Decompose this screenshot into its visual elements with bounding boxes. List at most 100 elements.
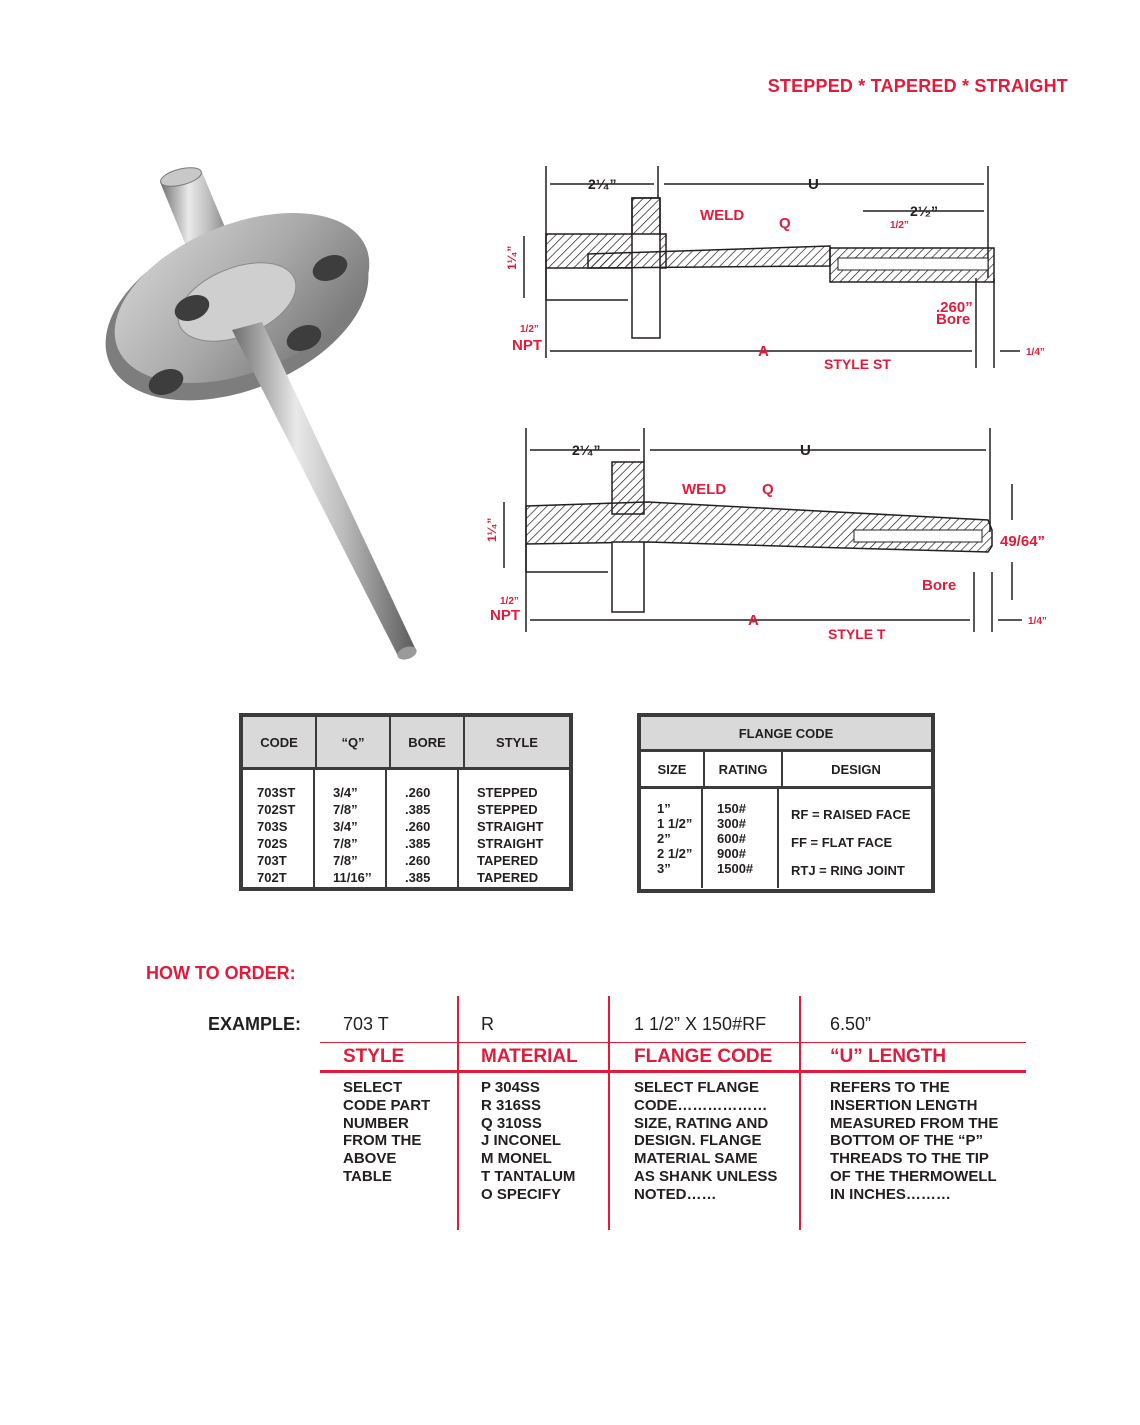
st-q-label: Q bbox=[779, 215, 791, 232]
table-cell: 1500# bbox=[717, 861, 754, 876]
example-label: EXAMPLE: bbox=[208, 1014, 302, 1034]
table-cell: RF = RAISED FACE bbox=[791, 807, 911, 822]
q-column: 3/4” 7/8” 3/4” 7/8” 7/8” 11/16’’ bbox=[315, 770, 387, 887]
table-cell: 300# bbox=[717, 816, 746, 831]
header-tagline: STEPPED * TAPERED * STRAIGHT bbox=[767, 76, 1068, 96]
code-table: CODE “Q” BORE STYLE 703ST 702ST 703S 702… bbox=[239, 713, 573, 891]
st-bore-label: Bore bbox=[936, 311, 970, 328]
example-material: R bbox=[481, 1014, 494, 1034]
t-dim-2-1-4: 2¹⁄₄” bbox=[572, 442, 600, 458]
table-cell: 900# bbox=[717, 846, 746, 861]
table-cell: .385 bbox=[405, 801, 431, 817]
st-npt-size: 1/2” bbox=[520, 324, 539, 335]
code-table-header: CODE “Q” BORE STYLE bbox=[243, 717, 569, 770]
table-cell: 11/16’’ bbox=[333, 869, 372, 885]
t-quarter: 1/4” bbox=[1028, 616, 1047, 627]
flange-table-title: FLANGE CODE bbox=[641, 717, 931, 752]
st-npt-label: NPT bbox=[512, 337, 542, 354]
header-code: CODE bbox=[243, 717, 317, 767]
thermowell-product-photo bbox=[105, 167, 417, 660]
desc-u-length: REFERS TO THE INSERTION LENGTH MEASURED … bbox=[830, 1079, 999, 1203]
st-style-label: STYLE ST bbox=[824, 356, 891, 372]
design-column: RF = RAISED FACE FF = FLAT FACE RTJ = RI… bbox=[779, 789, 925, 888]
table-cell: 703ST bbox=[257, 784, 296, 800]
table-cell: 3/4” bbox=[333, 784, 358, 800]
t-npt-size: 1/2” bbox=[500, 596, 519, 607]
st-dim-u: U bbox=[808, 176, 819, 193]
flange-code-table: FLANGE CODE SIZE RATING DESIGN 1” 1 1/2”… bbox=[637, 713, 935, 893]
t-bore-label: Bore bbox=[922, 577, 956, 594]
st-dim-half: 1/2” bbox=[890, 220, 909, 231]
table-cell: 150# bbox=[717, 801, 746, 816]
table-cell: .385 bbox=[405, 869, 431, 885]
rating-column: 150# 300# 600# 900# 1500# bbox=[703, 789, 779, 888]
table-cell: STEPPED bbox=[477, 784, 538, 800]
st-bore-size: .260” bbox=[936, 299, 973, 316]
flange-table-header: SIZE RATING DESIGN bbox=[641, 752, 931, 789]
example-style: 703 T bbox=[343, 1014, 389, 1034]
st-dim-2-1-2: 2¹⁄₂” bbox=[910, 203, 938, 219]
st-dim-flange-height: 1¹⁄₄” bbox=[505, 246, 519, 270]
style-column: STEPPED STEPPED STRAIGHT STRAIGHT TAPERE… bbox=[459, 770, 563, 887]
table-cell: 7/8” bbox=[333, 852, 358, 868]
st-dim-a: A bbox=[758, 343, 769, 360]
st-dim-2-1-4: 2¹⁄₄” bbox=[588, 176, 616, 192]
table-cell: STRAIGHT bbox=[477, 818, 544, 834]
table-cell: .385 bbox=[405, 835, 431, 851]
t-style-label: STYLE T bbox=[828, 626, 886, 642]
code-table-body: 703ST 702ST 703S 702S 703T 702T 3/4” 7/8… bbox=[243, 770, 569, 887]
divider-2 bbox=[608, 996, 610, 1230]
table-cell: 703S bbox=[257, 818, 288, 834]
example-flange-code: 1 1/2” X 150#RF bbox=[634, 1014, 767, 1034]
table-cell: 3/4” bbox=[333, 818, 358, 834]
t-dim-u: U bbox=[800, 442, 811, 459]
st-quarter: 1/4” bbox=[1026, 347, 1045, 358]
header-bore: BORE bbox=[391, 717, 465, 767]
t-q-label: Q bbox=[762, 481, 774, 498]
table-cell: 702ST bbox=[257, 801, 296, 817]
header-q: “Q” bbox=[317, 717, 391, 767]
header-rating: RATING bbox=[705, 752, 783, 786]
t-tip-size: 49/64” bbox=[1000, 533, 1045, 550]
column-flange-code: FLANGE CODE bbox=[634, 1046, 773, 1067]
table-cell: .260 bbox=[405, 784, 431, 800]
divider-3 bbox=[799, 996, 801, 1230]
header-style: STYLE bbox=[496, 734, 538, 750]
desc-flange-code: SELECT FLANGE CODE……………… SIZE, RATING AN… bbox=[634, 1079, 778, 1203]
table-cell: 703T bbox=[257, 852, 287, 868]
t-npt-label: NPT bbox=[490, 607, 520, 624]
table-cell: 1” bbox=[657, 801, 671, 816]
table-cell: TAPERED bbox=[477, 852, 539, 868]
t-dim-a: A bbox=[748, 612, 759, 629]
table-cell: 1 1/2” bbox=[657, 816, 693, 831]
desc-material: P 304SS R 316SS Q 310SS J INCONEL M MONE… bbox=[481, 1079, 576, 1203]
table-cell: FF = FLAT FACE bbox=[791, 835, 893, 850]
table-cell: 3” bbox=[657, 861, 671, 876]
table-cell: 702T bbox=[257, 869, 287, 885]
table-cell: 7/8” bbox=[333, 835, 358, 851]
table-cell: 2 1/2” bbox=[657, 846, 693, 861]
st-weld-label: WELD bbox=[700, 207, 744, 224]
table-cell: STEPPED bbox=[477, 801, 538, 817]
column-style: STYLE bbox=[343, 1046, 405, 1067]
style-t-drawing: 2¹⁄₄” U WELD Q 1¹⁄₄” 49/64” Bore 1/2” NP… bbox=[485, 428, 1047, 642]
style-st-drawing: 2¹⁄₄” U WELD Q 2¹⁄₂” 1/2” 1¹⁄₄” .260” Bo… bbox=[505, 166, 1045, 372]
column-material: MATERIAL bbox=[481, 1046, 578, 1067]
header-design: DESIGN bbox=[831, 761, 881, 777]
table-cell: STRAIGHT bbox=[477, 835, 544, 851]
table-cell: RTJ = RING JOINT bbox=[791, 863, 905, 878]
size-column: 1” 1 1/2” 2” 2 1/2” 3” bbox=[641, 789, 703, 888]
table-cell: 7/8” bbox=[333, 801, 358, 817]
table-cell: 2” bbox=[657, 831, 671, 846]
example-u-length: 6.50” bbox=[830, 1014, 872, 1034]
how-to-order-title: HOW TO ORDER: bbox=[146, 963, 296, 983]
table-cell: 702S bbox=[257, 835, 288, 851]
table-cell: .260 bbox=[405, 818, 431, 834]
table-cell: TAPERED bbox=[477, 869, 539, 885]
t-weld-label: WELD bbox=[682, 481, 726, 498]
table-cell: 600# bbox=[717, 831, 746, 846]
divider-1 bbox=[457, 996, 459, 1230]
desc-style: SELECT CODE PART NUMBER FROM THE ABOVE T… bbox=[343, 1079, 431, 1185]
header-size: SIZE bbox=[641, 752, 705, 786]
rule-bottom bbox=[320, 1070, 1026, 1073]
